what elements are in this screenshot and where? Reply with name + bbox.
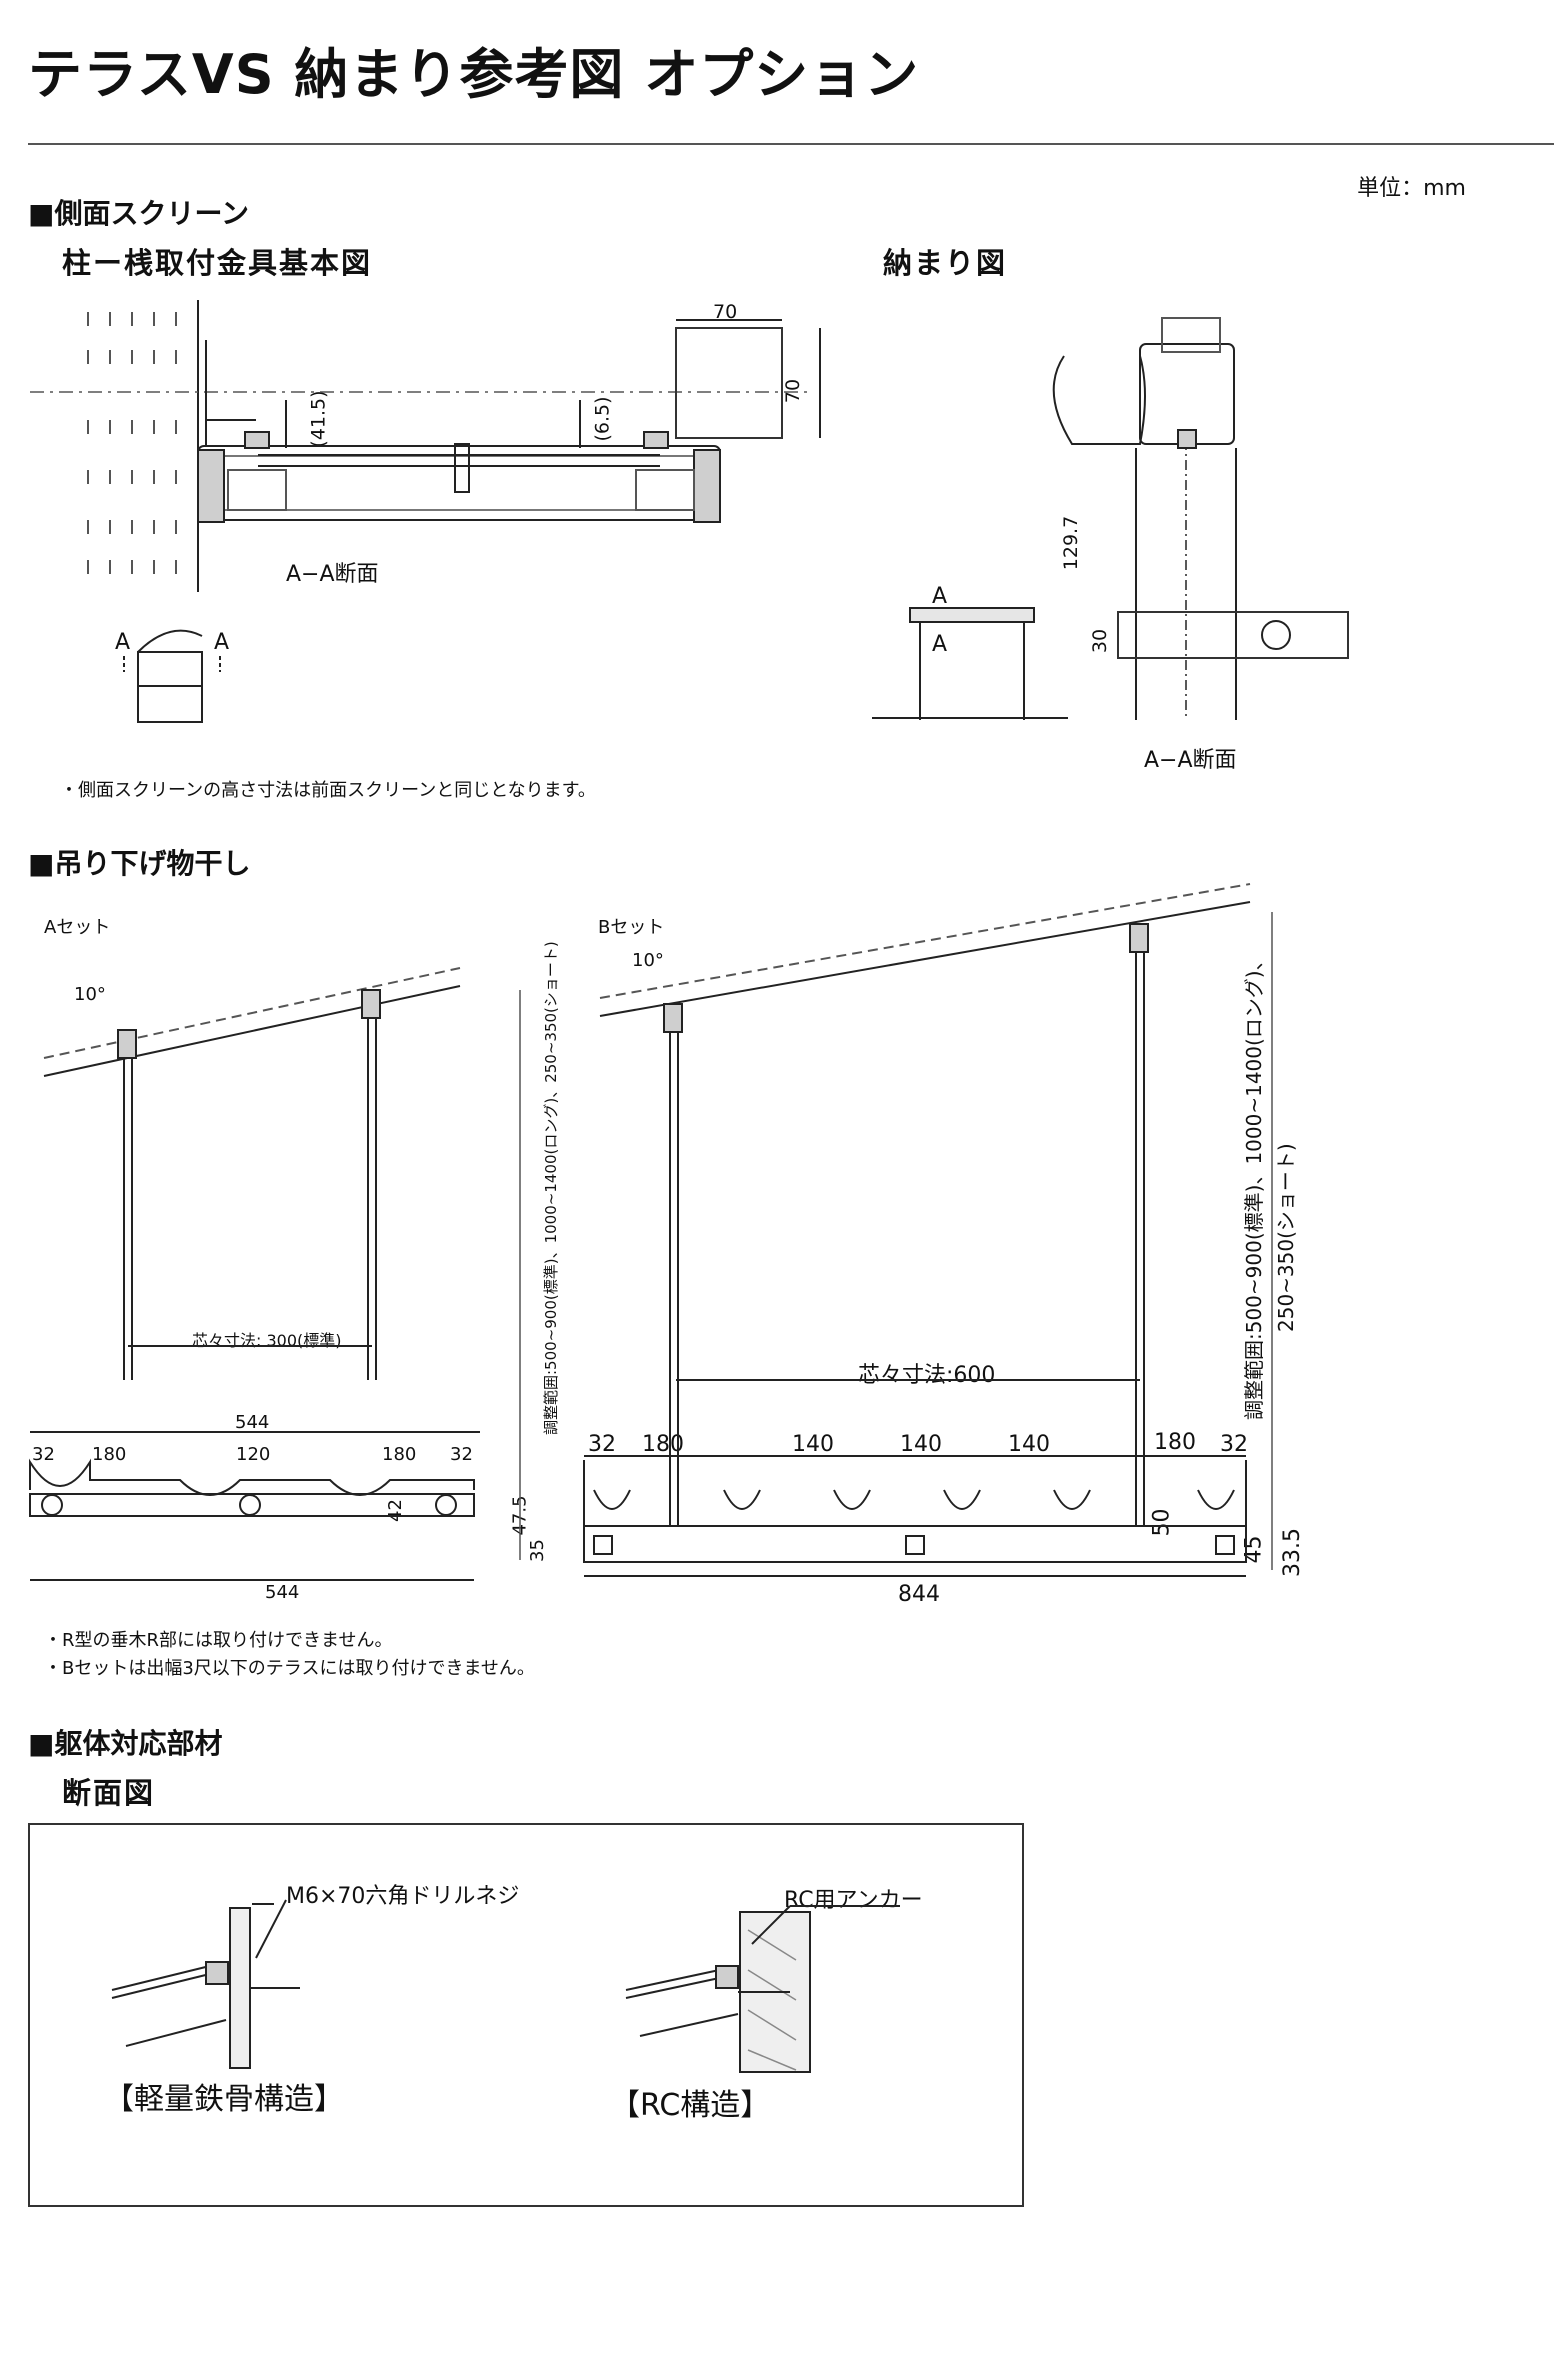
set-a-seg-5: 32 bbox=[450, 1444, 473, 1465]
side-screen-note: ・側面スクリーンの高さ寸法は前面スクリーンと同じとなります。 bbox=[60, 780, 596, 801]
structure-subtitle: 断面図 bbox=[62, 1776, 156, 1810]
section-label-a-a: A−A断面 bbox=[286, 562, 379, 587]
side-screen-left-title: 柱ー桟取付金具基本図 bbox=[62, 246, 373, 280]
set-b-seg-4: 140 bbox=[900, 1432, 942, 1457]
set-a-label: Aセット bbox=[44, 917, 111, 938]
section-heading-side-screen: ■側面スクリーン bbox=[28, 197, 250, 230]
set-b-seg-6: 180 bbox=[1154, 1430, 1196, 1455]
set-b-label: Bセット bbox=[598, 917, 665, 938]
marker-a-bottom: A bbox=[932, 632, 948, 657]
section-label-a-a-right: A−A断面 bbox=[1144, 748, 1237, 773]
right-callout: RC用アンカー bbox=[784, 1888, 923, 1913]
structure-left-drawing bbox=[111, 1899, 300, 2069]
left-callout: M6×70六角ドリルネジ bbox=[286, 1884, 520, 1909]
left-caption: 【軽量鉄骨構造】 bbox=[104, 2082, 344, 2117]
hanging-note-2: ・Bセットは出幅3尺以下のテラスには取り付けできません。 bbox=[44, 1658, 535, 1679]
marker-a-left: A bbox=[115, 630, 131, 655]
section-heading-structure: ■躯体対応部材 bbox=[28, 1727, 223, 1760]
page-title: テラスVS 納まり参考図 オプション bbox=[28, 43, 920, 106]
right-caption: 【RC構造】 bbox=[610, 2088, 771, 2123]
set-b-angle: 10° bbox=[632, 950, 664, 971]
set-a-drawing bbox=[29, 967, 521, 1581]
marker-a-top: A bbox=[932, 584, 948, 609]
set-a-bottom-width: 544 bbox=[265, 1582, 300, 1603]
marker-a-right: A bbox=[214, 630, 230, 655]
bracket-diagram bbox=[30, 300, 821, 592]
set-a-seg-1: 32 bbox=[32, 1444, 55, 1465]
structure-diagram-box bbox=[28, 1823, 1024, 2207]
unit-label: 単位：mm bbox=[1357, 176, 1466, 201]
dim-width-70: 70 bbox=[713, 301, 738, 323]
set-b-seg-1: 32 bbox=[588, 1432, 616, 1457]
set-b-seg-5: 140 bbox=[1008, 1432, 1050, 1457]
structure-right-drawing bbox=[625, 1905, 900, 2073]
fit-diagram bbox=[872, 317, 1349, 720]
header-divider bbox=[28, 143, 1554, 145]
side-screen-right-title: 納まり図 bbox=[883, 246, 1008, 280]
set-a-seg-3: 120 bbox=[236, 1444, 271, 1465]
set-b-width: 844 bbox=[898, 1582, 940, 1607]
set-b-drawing bbox=[583, 883, 1273, 1577]
aa-icon bbox=[123, 629, 221, 723]
set-a-seg-2: 180 bbox=[92, 1444, 127, 1465]
set-a-top-width: 544 bbox=[235, 1412, 270, 1433]
section-heading-hanging: ■吊り下げ物干し bbox=[28, 847, 251, 880]
hanging-note-1: ・R型の垂木R部には取り付けできません。 bbox=[44, 1630, 393, 1651]
set-b-pitch: 芯々寸法:600 bbox=[858, 1363, 996, 1388]
set-a-angle: 10° bbox=[74, 984, 106, 1005]
set-b-seg-7: 32 bbox=[1220, 1432, 1248, 1457]
set-b-seg-3: 140 bbox=[792, 1432, 834, 1457]
set-a-seg-4: 180 bbox=[382, 1444, 417, 1465]
